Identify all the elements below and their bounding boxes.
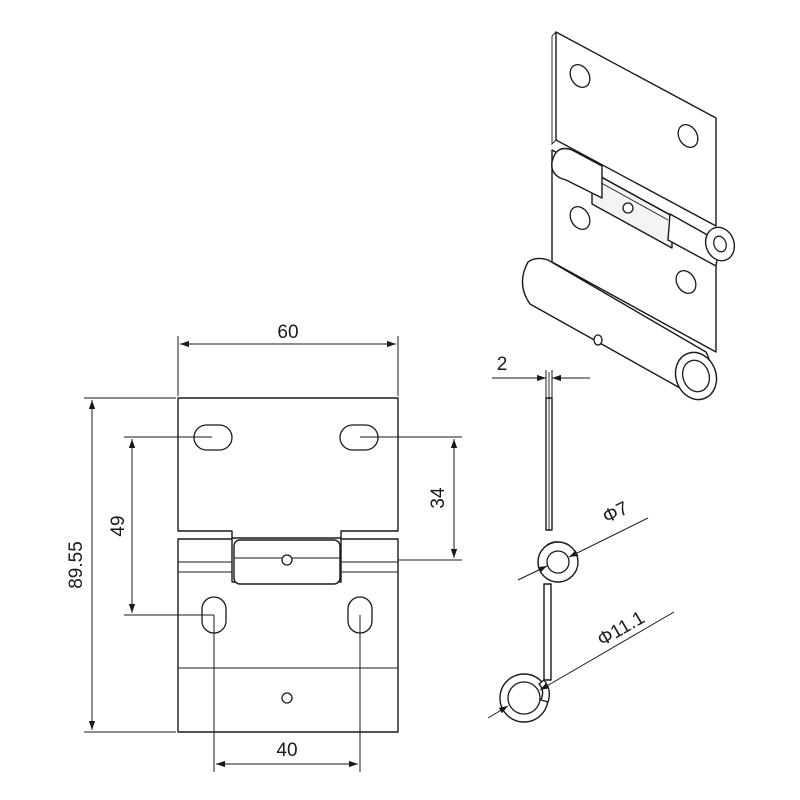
isometric-view xyxy=(521,31,736,401)
front-bottom-pin-hole xyxy=(281,692,293,704)
dim-bottom-hole-spacing: 40 xyxy=(276,740,297,761)
dim-pin-diameter: Φ7 xyxy=(599,498,631,528)
front-dimensions: 60 89.55 49 34 40 xyxy=(66,322,462,772)
side-view xyxy=(499,372,579,723)
iso-center-pin-hole xyxy=(622,202,634,214)
iso-upper-hole-right xyxy=(677,124,699,148)
front-upper-leaf xyxy=(177,397,399,539)
front-view xyxy=(177,397,399,733)
front-center-pin-hole xyxy=(281,554,293,566)
iso-curl-pin-hole xyxy=(593,334,603,346)
iso-left-knuckle xyxy=(551,147,603,199)
dim-curl-diameter: Φ11.1 xyxy=(594,607,648,651)
dim-sheet-thickness: 2 xyxy=(497,354,508,375)
dim-overall-width: 60 xyxy=(277,322,298,343)
iso-upper-hole-left xyxy=(569,64,591,88)
iso-pin-end-inner xyxy=(713,235,727,253)
dim-top-hole-vertical: 49 xyxy=(108,515,129,536)
dim-holes-to-knuckle: 34 xyxy=(428,487,449,509)
iso-lower-hole-left xyxy=(569,206,591,230)
dim-overall-height: 89.55 xyxy=(66,541,87,589)
front-lower-leaf xyxy=(177,538,399,733)
side-curl-inner xyxy=(507,681,541,715)
iso-lower-hole-right xyxy=(675,270,697,294)
iso-curl-end-inner xyxy=(681,359,711,393)
iso-upper-leaf xyxy=(555,31,717,227)
side-lower-sheet xyxy=(543,583,552,681)
side-dimensions: 2 Φ7 Φ11.1 xyxy=(487,354,675,719)
side-knuckle-pin xyxy=(546,550,570,574)
iso-right-knuckle xyxy=(667,213,721,267)
